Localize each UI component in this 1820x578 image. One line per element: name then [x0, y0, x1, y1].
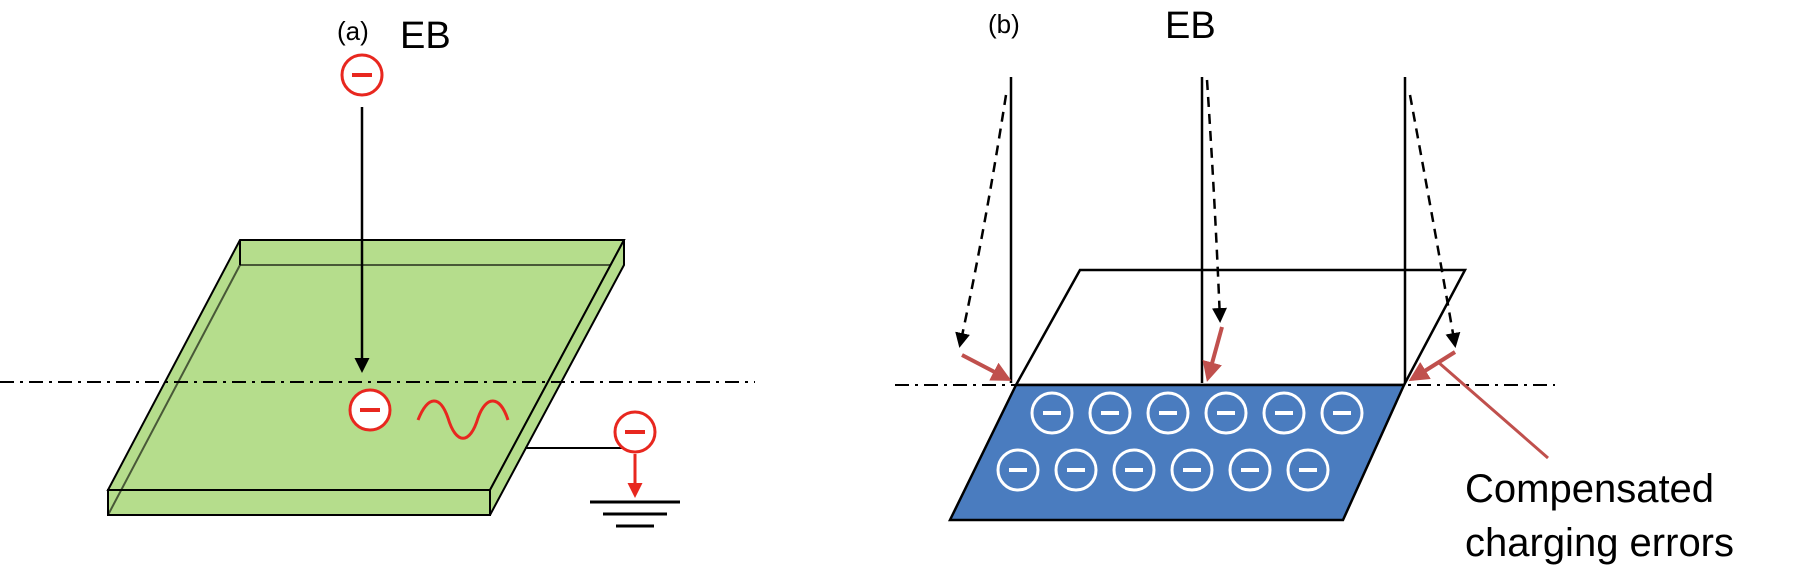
charge-icon — [1146, 391, 1190, 435]
charge-icon — [1204, 391, 1248, 435]
electron-ground-icon — [613, 410, 657, 454]
ground-icon — [590, 500, 680, 528]
charge-icon — [1054, 448, 1098, 492]
panel-b: (b) EB Compensated charging errors — [895, 5, 1734, 565]
blue-charged-plate — [947, 383, 1406, 522]
compensation-arrow-left — [961, 353, 1012, 381]
compensation-arrow-center — [1202, 326, 1224, 382]
panel-b-label: (b) — [988, 9, 1020, 39]
charge-icon — [1320, 391, 1364, 435]
charge-group — [996, 391, 1364, 492]
charge-icon — [1088, 391, 1132, 435]
charge-icon — [1170, 448, 1214, 492]
deflected-path-left — [955, 94, 1008, 348]
charge-icon — [1262, 391, 1306, 435]
panel-a: (a) EB — [0, 15, 755, 528]
electron-surface-icon — [348, 388, 392, 432]
annotation-line2: charging errors — [1465, 521, 1734, 565]
charge-icon — [1228, 448, 1272, 492]
electron-incoming-icon — [340, 53, 384, 97]
panel-a-label: (a) — [337, 16, 369, 46]
electron-drift-wave — [416, 399, 510, 440]
annotation-pointer — [1437, 360, 1549, 460]
compensation-arrow-right — [1408, 350, 1457, 382]
annotation-line1: Compensated — [1465, 467, 1714, 511]
charge-icon — [1286, 448, 1330, 492]
deflected-path-right — [1408, 94, 1461, 348]
panel-b-beam-label: EB — [1165, 5, 1216, 47]
charge-icon — [996, 448, 1040, 492]
green-plate — [106, 239, 626, 516]
charge-icon — [1030, 391, 1074, 435]
charge-icon — [1112, 448, 1156, 492]
upper-plane-outline — [1013, 268, 1468, 387]
panel-a-beam-label: EB — [400, 15, 451, 57]
deflected-path-center — [1205, 79, 1227, 323]
